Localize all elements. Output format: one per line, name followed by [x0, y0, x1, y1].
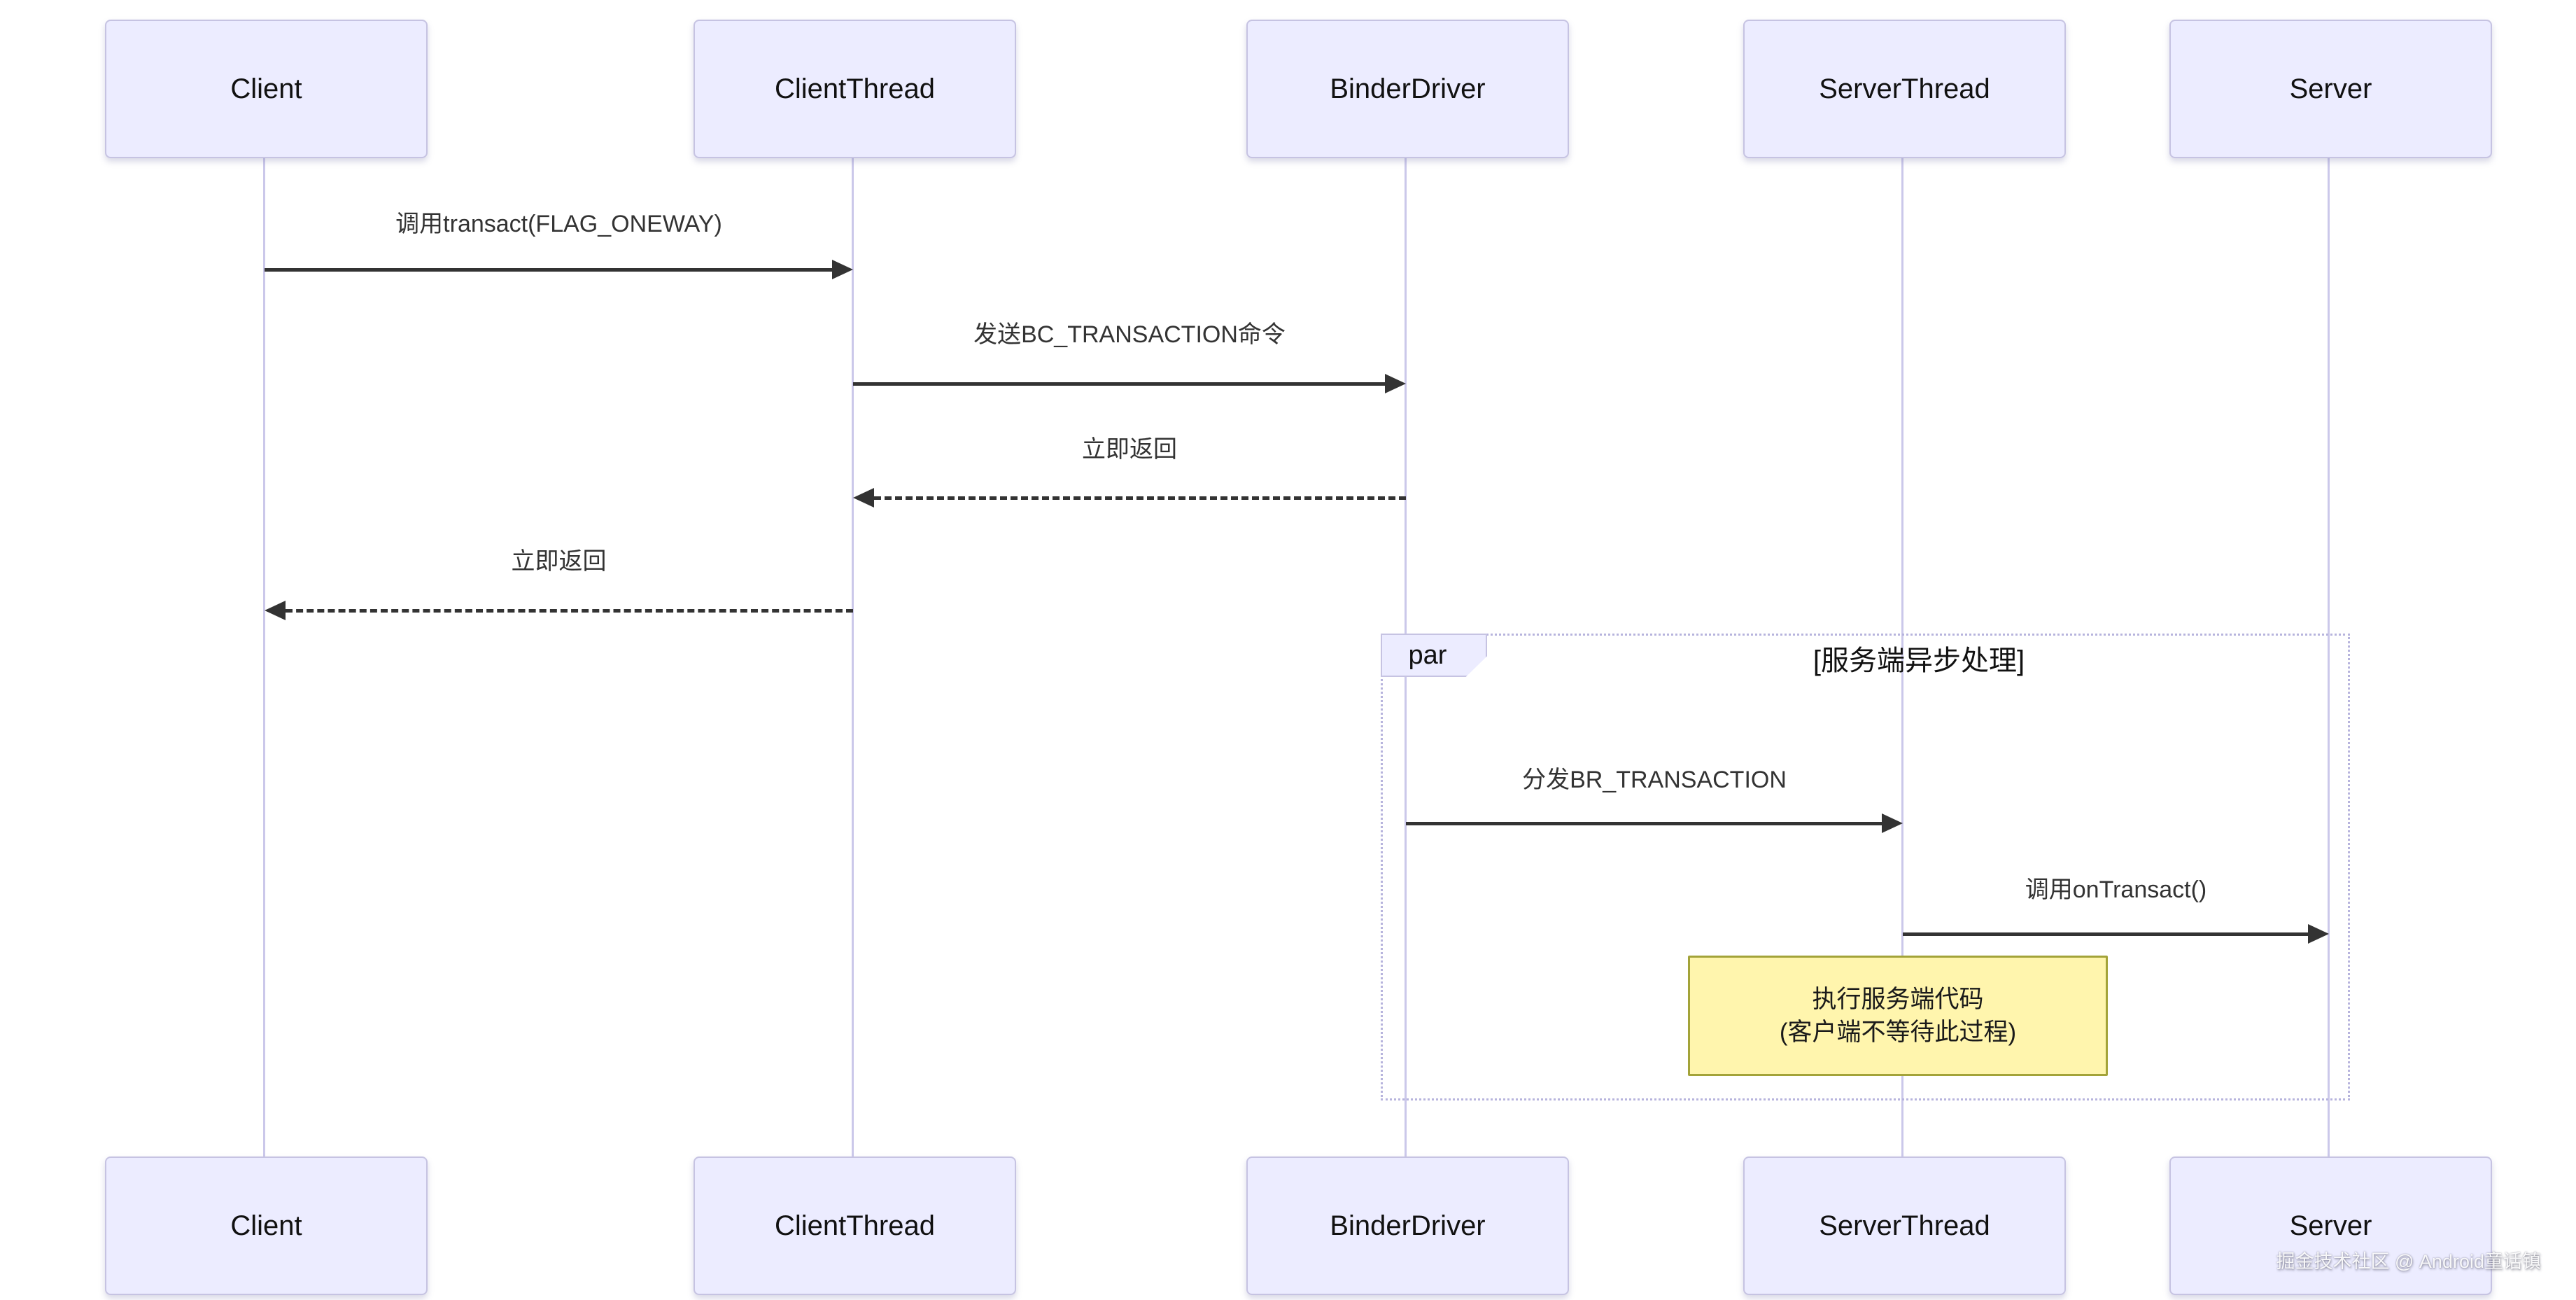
par-block-frame: [1381, 634, 2350, 1100]
actor-label: ServerThread: [1819, 1210, 1990, 1241]
message-label-immediate-return-thread: 立即返回: [1082, 435, 1177, 463]
arrowhead-right-icon: [832, 260, 853, 279]
message-label-call-transact: 调用transact(FLAG_ONEWAY): [395, 210, 722, 237]
watermark: 掘金技术社区 @ Android童话镇: [2276, 1251, 2541, 1272]
note-line-2: (客户端不等待此过程): [1779, 1019, 2017, 1046]
actor-label: Server: [2289, 73, 2372, 104]
message-line-dispatch-br-transaction: [1406, 822, 1883, 825]
actor-bottom-client: Client: [105, 1156, 428, 1295]
actor-bottom-server: Server: [2169, 1156, 2492, 1295]
par-block-condition: [服务端异步处理]: [1813, 645, 2025, 676]
actor-label: ServerThread: [1819, 73, 1990, 104]
actor-label: BinderDriver: [1330, 73, 1486, 104]
lifeline-serverthread: [1901, 155, 1903, 1156]
message-label-send-bc-transaction: 发送BC_TRANSACTION命令: [973, 321, 1286, 348]
actor-top-binderdriver: BinderDriver: [1246, 20, 1569, 158]
note-line-1: 执行服务端代码: [1812, 986, 1984, 1013]
message-line-immediate-return-thread: [874, 496, 1406, 500]
message-line-send-bc-transaction: [853, 382, 1386, 386]
message-line-call-ontransact: [1903, 932, 2309, 936]
arrowhead-right-icon: [1385, 374, 1406, 393]
actor-bottom-serverthread: ServerThread: [1743, 1156, 2066, 1295]
lifeline-clientthread: [852, 155, 854, 1156]
arrowhead-left-icon: [265, 601, 286, 620]
message-line-immediate-return-client: [286, 609, 853, 613]
actor-top-client: Client: [105, 20, 428, 158]
message-label-immediate-return-client: 立即返回: [511, 547, 607, 575]
actor-label: Client: [230, 1210, 302, 1241]
actor-label: BinderDriver: [1330, 1210, 1486, 1241]
actor-top-serverthread: ServerThread: [1743, 20, 2066, 158]
actor-top-server: Server: [2169, 20, 2492, 158]
par-label-text: par: [1408, 640, 1447, 670]
par-block-label: par: [1381, 634, 1487, 677]
actor-bottom-binderdriver: BinderDriver: [1246, 1156, 1569, 1295]
actor-bottom-clientthread: ClientThread: [694, 1156, 1016, 1295]
actor-label: ClientThread: [774, 73, 935, 104]
actor-label: Client: [230, 73, 302, 104]
message-label-call-ontransact: 调用onTransact(): [2025, 876, 2207, 903]
lifeline-client: [263, 155, 265, 1156]
arrowhead-right-icon: [1882, 813, 1903, 833]
actor-label: Server: [2289, 1210, 2372, 1241]
arrowhead-right-icon: [2308, 924, 2329, 944]
lifeline-server: [2328, 155, 2330, 1156]
arrowhead-left-icon: [853, 488, 874, 508]
actor-top-clientthread: ClientThread: [694, 20, 1016, 158]
actor-label: ClientThread: [774, 1210, 935, 1241]
note-execute-server-code: 执行服务端代码 (客户端不等待此过程): [1688, 956, 2108, 1076]
message-label-dispatch-br-transaction: 分发BR_TRANSACTION: [1522, 766, 1787, 793]
message-line-call-transact: [265, 268, 833, 272]
